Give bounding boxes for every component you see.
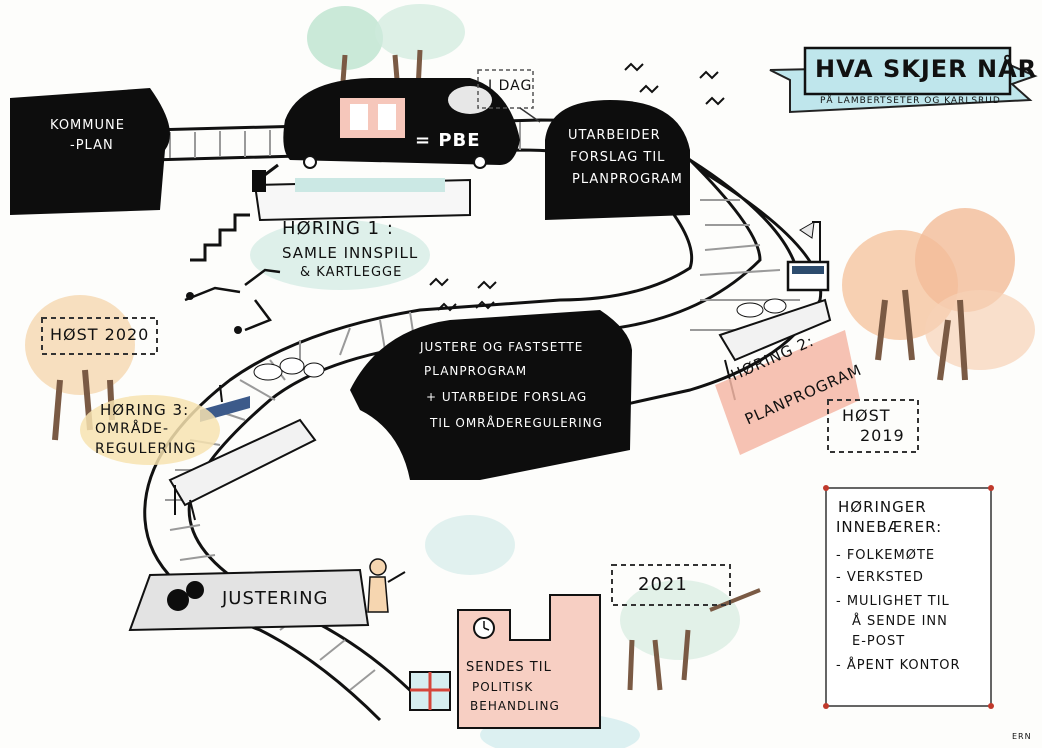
hearings-heading-2: INNEBÆRER:: [836, 518, 943, 536]
tree-orange-right: [842, 208, 1035, 381]
clock-icon: [473, 617, 495, 639]
tree-bottom: [620, 580, 761, 691]
artist-signature: ERN: [1012, 732, 1032, 741]
hearing-3-wash: [80, 395, 220, 465]
train-icon: [283, 78, 520, 169]
tunnel-justere-line-4: TIL OMRÅDEREGULERING: [430, 416, 603, 430]
tunnel-justere: [350, 310, 632, 480]
person-icon: [367, 558, 406, 613]
hearing-1-line-2: SAMLE INNSPILL: [282, 244, 419, 262]
hearing-3-line-2: OMRÅDE-: [95, 421, 170, 437]
hearing-1-table: [252, 163, 471, 222]
lamp-icon: [799, 221, 821, 262]
autumn-2019-label-1: HØST: [842, 406, 891, 425]
tunnel-justere-line-1: JUSTERE OG FASTSETTE: [420, 340, 584, 354]
hearings-item-2: - VERKSTED: [836, 570, 924, 585]
tunnel-planprogram-line-1: UTARBEIDER: [568, 128, 661, 143]
tunnel-kommuneplan: [10, 88, 170, 215]
train-label: = PBE: [415, 130, 481, 151]
hearings-heading-1: HØRINGER: [838, 498, 927, 516]
tunnel-planprogram-line-3: PLANPROGRAM: [572, 172, 683, 187]
year-2021-label: 2021: [638, 574, 688, 595]
sound-marks: [429, 62, 725, 312]
title-banner-subtitle: PÅ LAMBERTSETER OG KARLSRUD: [820, 96, 1001, 106]
gear-icon: [167, 581, 204, 611]
gift-icon: [409, 671, 451, 711]
autumn-2020-label: HØST 2020: [50, 325, 150, 344]
speech-bubbles-icon: [253, 298, 787, 381]
hearing-2-wash: [715, 330, 860, 455]
title-banner-title: HVA SKJER NÅR: [815, 55, 1038, 83]
autumn-2020-frame: [41, 317, 158, 355]
tunnel-justere-line-2: PLANPROGRAM: [424, 364, 528, 378]
hearings-item-3: - MULIGHET TIL: [836, 594, 950, 609]
politics-line-3: BEHANDLING: [470, 699, 560, 713]
hearing-3-line-1: HØRING 3:: [100, 401, 190, 419]
hearings-note: [823, 485, 994, 709]
politics-line-1: SENDES TIL: [466, 660, 552, 675]
justering-label: JUSTERING: [222, 588, 329, 609]
today-sign: I DAG: [488, 78, 533, 94]
hearings-item-1: - FOLKEMØTE: [836, 548, 936, 563]
year-2021-frame: [611, 564, 731, 606]
hearing-1-line-1: HØRING 1 :: [282, 218, 394, 239]
tunnel-planprogram: [545, 100, 690, 220]
hearings-item-6: - ÅPENT KONTOR: [836, 658, 961, 673]
stairs-icon: [190, 213, 250, 262]
hearing-1-wash: [250, 220, 430, 290]
today-sign-frame: [477, 69, 541, 123]
politics-line-2: POLITISK: [472, 680, 534, 694]
hearing-1-line-3: & KARTLEGGE: [300, 265, 403, 280]
laptop-icon: [786, 260, 830, 292]
tunnel-kommuneplan-label-2: -PLAN: [70, 138, 114, 153]
autumn-2019-label-2: 2019: [860, 426, 905, 445]
trolley-icon: [184, 268, 281, 334]
hearings-item-5: E-POST: [852, 634, 906, 649]
hearing-3-line-3: REGULERING: [95, 441, 197, 457]
tunnel-justere-line-3: + UTARBEIDE FORSLAG: [426, 390, 588, 404]
tunnel-planprogram-line-2: FORSLAG TIL: [570, 150, 666, 165]
title-banner: [769, 46, 1038, 114]
autumn-2019-frame: [827, 399, 919, 453]
hearings-item-4: Å SENDE INN: [852, 614, 948, 629]
tunnel-kommuneplan-label-1: KOMMUNE: [50, 118, 125, 133]
